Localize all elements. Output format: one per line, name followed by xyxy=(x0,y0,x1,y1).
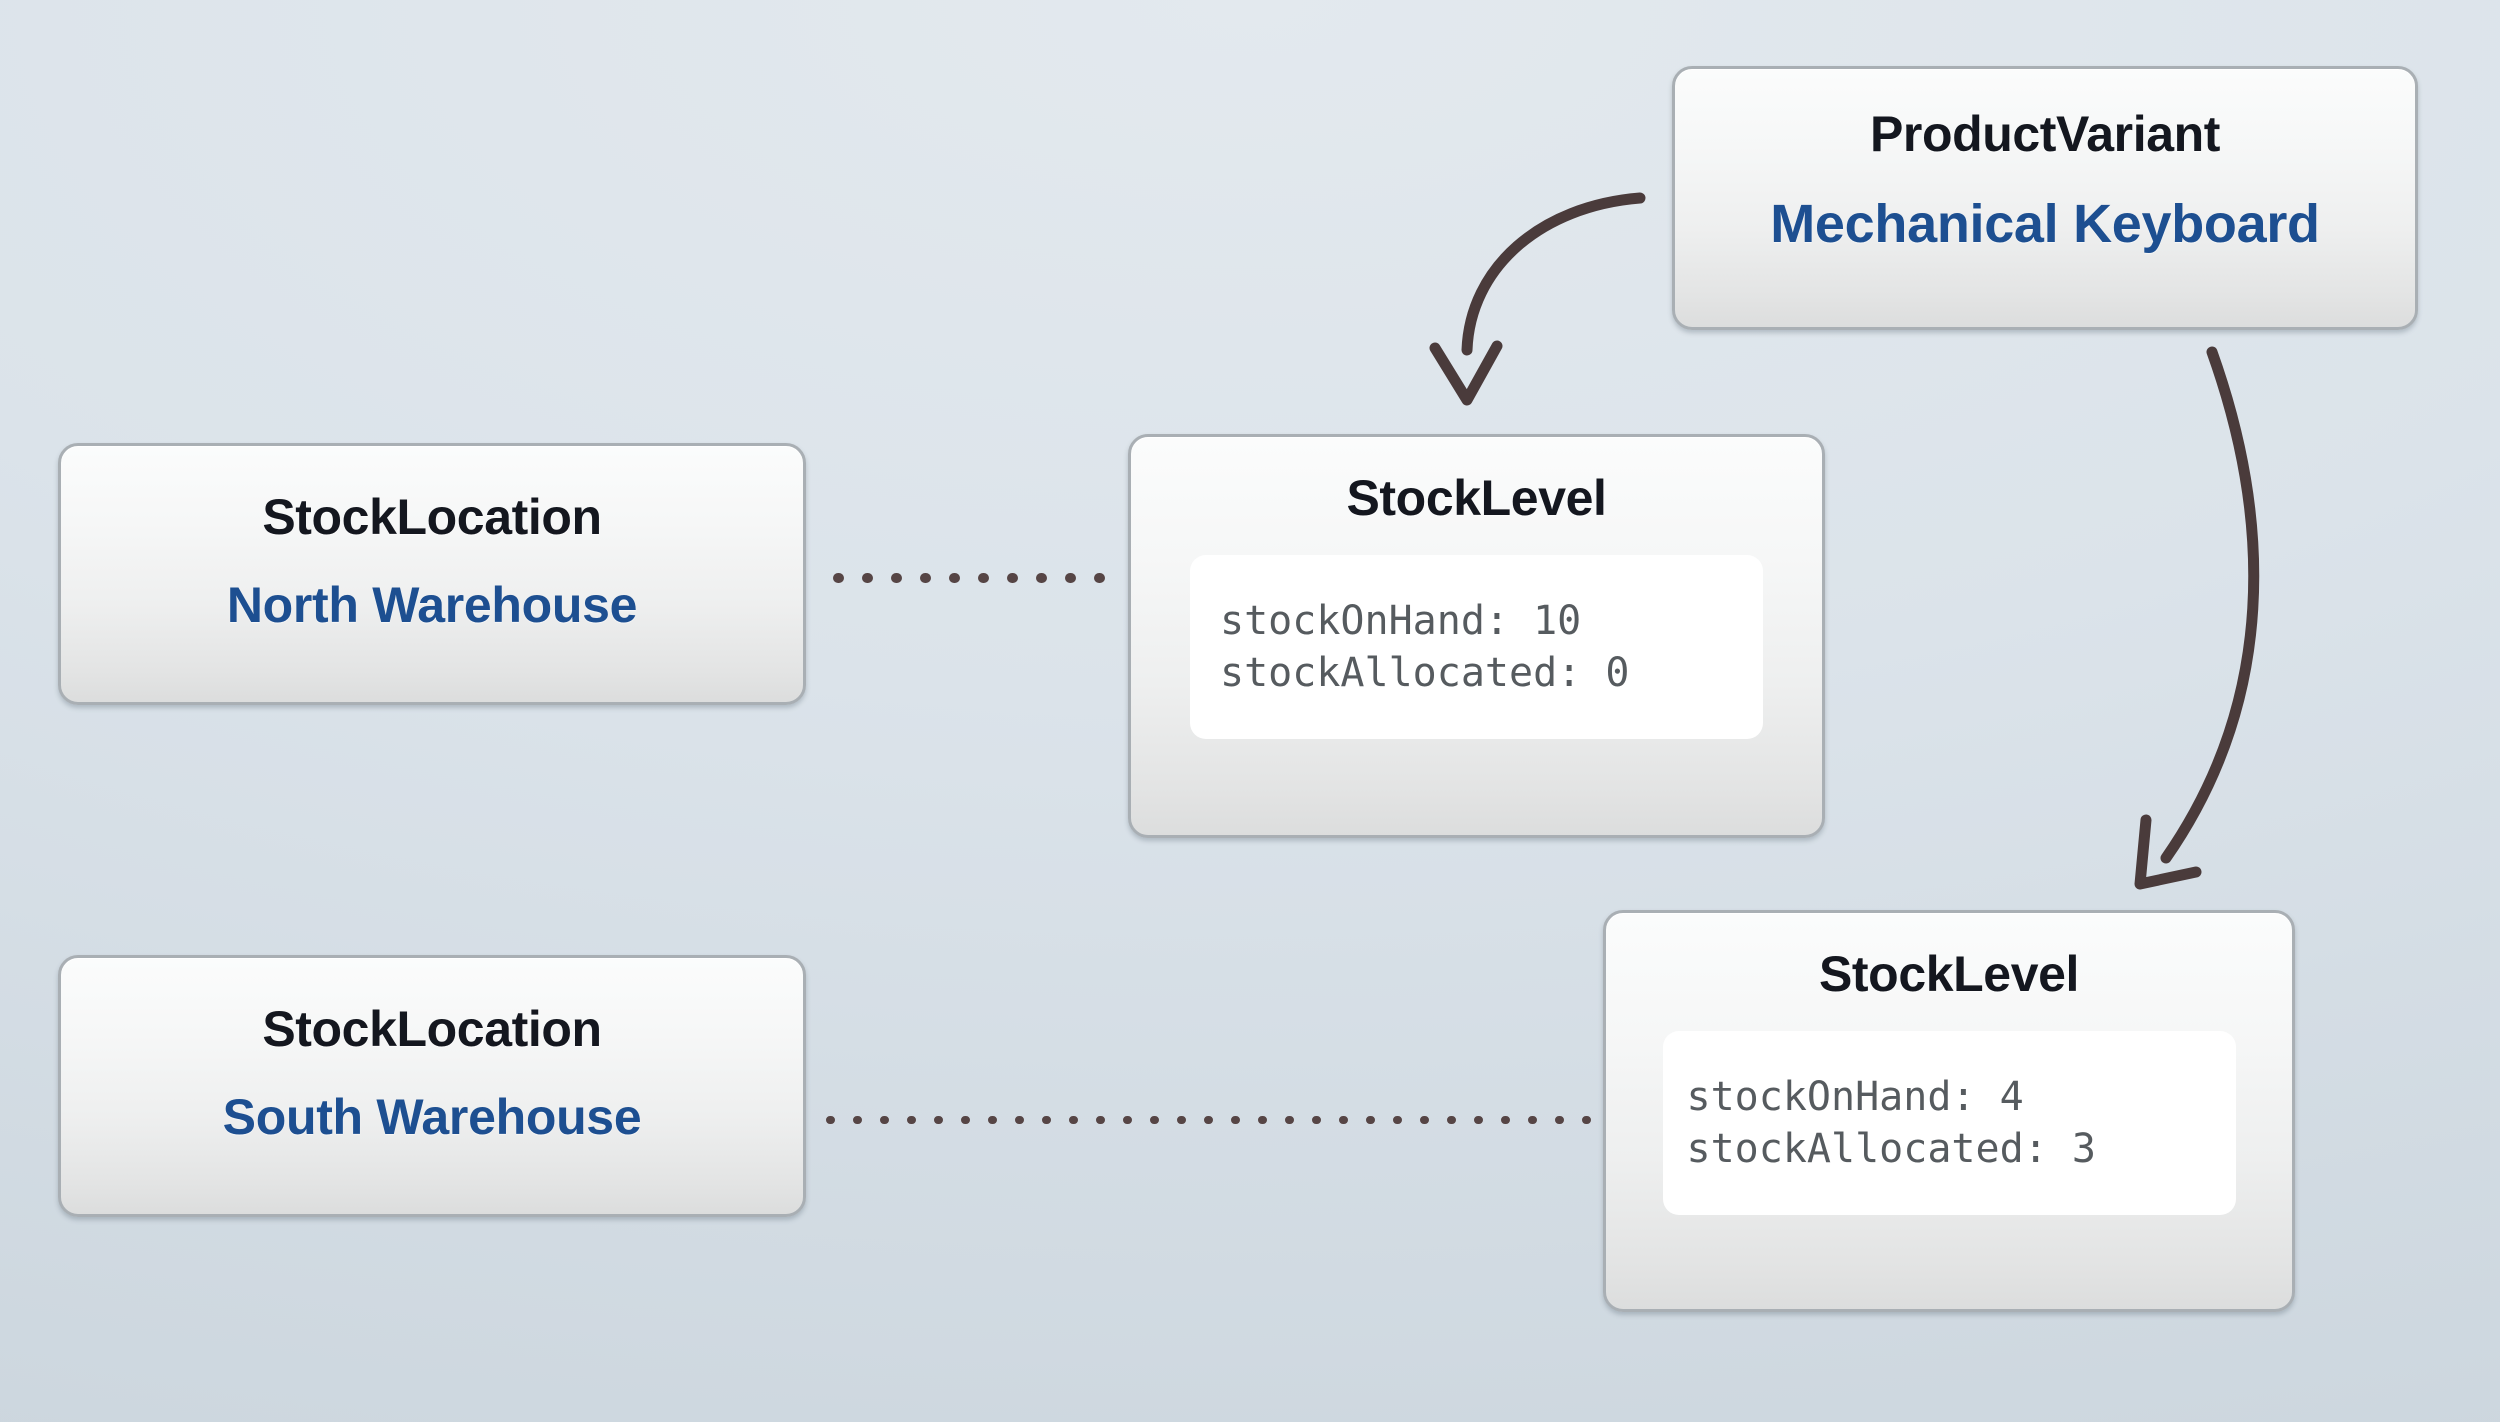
node-type-label: StockLevel xyxy=(1818,946,2079,1002)
attribute-row: stockAllocated: 0 xyxy=(1220,650,1630,696)
attribute-row: stockAllocated: 3 xyxy=(1686,1126,2096,1172)
edge-variant-to-stocklevel-south xyxy=(2134,346,2260,890)
edge-variant-to-stocklevel-north xyxy=(1429,192,1646,406)
attribute-panel: stockOnHand: 10 stockAllocated: 0 xyxy=(1190,555,1763,739)
attribute-row: stockOnHand: 4 xyxy=(1686,1074,2024,1120)
node-type-label: StockLocation xyxy=(262,489,602,545)
node-name-label: Mechanical Keyboard xyxy=(1770,194,2320,254)
node-stocklevel-north[interactable]: StockLevel stockOnHand: 10 stockAllocate… xyxy=(1128,434,1825,838)
node-type-label: ProductVariant xyxy=(1869,106,2221,162)
attribute-panel: stockOnHand: 4 stockAllocated: 3 xyxy=(1662,1031,2236,1215)
attribute-row: stockOnHand: 10 xyxy=(1220,598,1582,644)
node-name-label: South Warehouse xyxy=(222,1089,642,1145)
node-name-label: North Warehouse xyxy=(226,577,638,633)
node-stocklevel-south[interactable]: StockLevel stockOnHand: 4 stockAllocated… xyxy=(1603,910,2295,1312)
node-stocklocation-south[interactable]: StockLocation South Warehouse xyxy=(58,955,806,1217)
node-productvariant[interactable]: ProductVariant Mechanical Keyboard xyxy=(1672,66,2418,330)
node-type-label: StockLocation xyxy=(262,1001,602,1057)
node-type-label: StockLevel xyxy=(1346,470,1607,526)
node-stocklocation-north[interactable]: StockLocation North Warehouse xyxy=(58,443,806,705)
